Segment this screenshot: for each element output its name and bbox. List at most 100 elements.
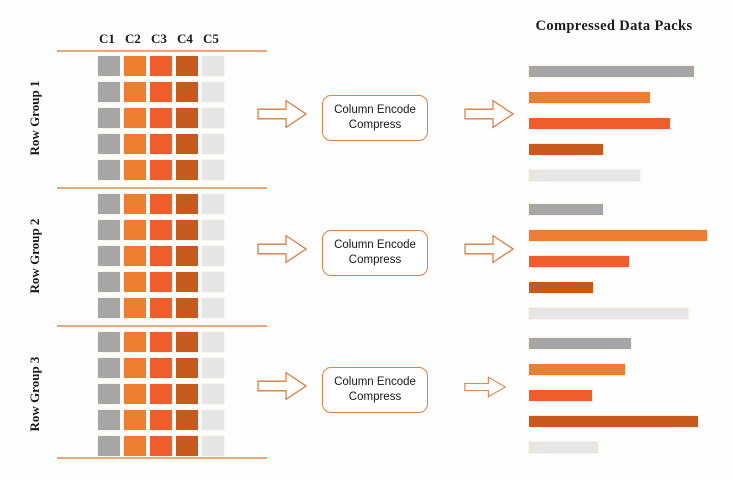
process-label-line1: Column Encode <box>334 104 416 117</box>
compressed-bar-g2-c1 <box>528 203 604 216</box>
grid-cell-g3-r5-c5 <box>201 435 225 457</box>
grid-cell-g1-r5-c3 <box>149 159 173 181</box>
grid-cell-g2-r4-c3 <box>149 271 173 293</box>
compressed-bar-g3-c2 <box>528 363 626 376</box>
grid-cell-g2-r4-c4 <box>175 271 199 293</box>
grid-cell-g3-r4-c2 <box>123 409 147 431</box>
grid-cell-g1-r2-c2 <box>123 81 147 103</box>
grid-cell-g1-r3-c2 <box>123 107 147 129</box>
grid-cell-g1-r5-c5 <box>201 159 225 181</box>
process-label-line2: Compress <box>348 391 402 403</box>
compressed-bar-g2-c4 <box>528 281 594 294</box>
grid-cell-g2-r2-c2 <box>123 219 147 241</box>
block-arrow-to-packs-2 <box>464 234 514 264</box>
grid-cell-g1-r5-c4 <box>175 159 199 181</box>
row-group-divider-1 <box>57 50 267 52</box>
grid-cell-g3-r5-c4 <box>175 435 199 457</box>
grid-cell-g3-r4-c4 <box>175 409 199 431</box>
grid-cell-g2-r5-c1 <box>97 297 121 319</box>
grid-cell-g3-r5-c1 <box>97 435 121 457</box>
grid-cell-g2-r3-c3 <box>149 245 173 267</box>
grid-cell-g3-r3-c5 <box>201 383 225 405</box>
block-arrow-to-process-1 <box>257 99 307 129</box>
grid-cell-g1-r1-c2 <box>123 55 147 77</box>
block-arrow-to-process-3 <box>257 371 307 401</box>
grid-cell-g3-r2-c1 <box>97 357 121 379</box>
grid-cell-g1-r3-c1 <box>97 107 121 129</box>
grid-cell-g1-r3-c4 <box>175 107 199 129</box>
grid-cell-g1-r1-c4 <box>175 55 199 77</box>
grid-cell-g2-r3-c2 <box>123 245 147 267</box>
process-label-line2: Compress <box>348 254 402 266</box>
row-group-divider-3 <box>57 325 267 327</box>
grid-cell-g1-r3-c5 <box>201 107 225 129</box>
column-header-c2: C2 <box>125 31 141 46</box>
grid-cell-g3-r3-c4 <box>175 383 199 405</box>
grid-cell-g3-r2-c2 <box>123 357 147 379</box>
grid-cell-g2-r1-c1 <box>97 193 121 215</box>
compressed-bar-g2-c5 <box>528 307 689 320</box>
row-group-divider-2 <box>57 187 267 189</box>
grid-cell-g2-r4-c5 <box>201 271 225 293</box>
grid-cell-g3-r2-c3 <box>149 357 173 379</box>
grid-cell-g2-r3-c5 <box>201 245 225 267</box>
grid-cell-g3-r1-c3 <box>149 331 173 353</box>
process-label-line1: Column Encode <box>334 239 416 252</box>
process-label-line2: Compress <box>348 119 402 131</box>
grid-cell-g2-r5-c2 <box>123 297 147 319</box>
grid-cell-g1-r3-c3 <box>149 107 173 129</box>
grid-cell-g1-r5-c2 <box>123 159 147 181</box>
process-label-line1: Column Encode <box>334 376 416 389</box>
grid-cell-g1-r5-c1 <box>97 159 121 181</box>
grid-cell-g2-r3-c1 <box>97 245 121 267</box>
column-header-c4: C4 <box>177 31 193 46</box>
grid-cell-g2-r4-c1 <box>97 271 121 293</box>
grid-cell-g1-r1-c1 <box>97 55 121 77</box>
grid-cell-g3-r5-c2 <box>123 435 147 457</box>
compressed-data-packs-title: Compressed Data Packs <box>535 18 693 34</box>
grid-cell-g1-r1-c5 <box>201 55 225 77</box>
grid-cell-g3-r1-c5 <box>201 331 225 353</box>
block-arrow-to-process-2 <box>257 234 307 264</box>
grid-cell-g1-r4-c4 <box>175 133 199 155</box>
grid-cell-g1-r4-c1 <box>97 133 121 155</box>
grid-cell-g2-r2-c3 <box>149 219 173 241</box>
grid-cell-g2-r3-c4 <box>175 245 199 267</box>
grid-cell-g3-r2-c4 <box>175 357 199 379</box>
grid-cell-g1-r4-c5 <box>201 133 225 155</box>
block-arrow-to-packs-3 <box>464 376 506 398</box>
grid-cell-g3-r3-c3 <box>149 383 173 405</box>
grid-cell-g1-r2-c3 <box>149 81 173 103</box>
grid-cell-g1-r2-c5 <box>201 81 225 103</box>
grid-cell-g3-r4-c1 <box>97 409 121 431</box>
grid-cell-g3-r4-c5 <box>201 409 225 431</box>
grid-cell-g2-r2-c1 <box>97 219 121 241</box>
compressed-bar-g3-c4 <box>528 415 699 428</box>
grid-cell-g2-r5-c4 <box>175 297 199 319</box>
grid-cell-g3-r4-c3 <box>149 409 173 431</box>
grid-cell-g2-r1-c4 <box>175 193 199 215</box>
grid-cell-g1-r1-c3 <box>149 55 173 77</box>
grid-cell-g3-r3-c2 <box>123 383 147 405</box>
compressed-bar-g1-c2 <box>528 91 651 104</box>
grid-cell-g1-r4-c3 <box>149 133 173 155</box>
grid-cell-g3-r2-c5 <box>201 357 225 379</box>
row-group-label-1: Row Group 1 <box>27 80 42 156</box>
compressed-bar-g2-c3 <box>528 255 630 268</box>
row-group-label-2: Row Group 2 <box>27 218 42 294</box>
column-header-c5: C5 <box>203 31 219 46</box>
compressed-bar-g1-c4 <box>528 143 604 156</box>
grid-cell-g2-r1-c5 <box>201 193 225 215</box>
compressed-bar-g3-c3 <box>528 389 593 402</box>
block-arrow-to-packs-1 <box>464 99 514 129</box>
compressed-bar-g1-c5 <box>528 169 641 182</box>
grid-cell-g3-r1-c1 <box>97 331 121 353</box>
grid-cell-g2-r1-c2 <box>123 193 147 215</box>
column-header-c3: C3 <box>151 31 167 46</box>
bottom-divider <box>57 457 267 459</box>
